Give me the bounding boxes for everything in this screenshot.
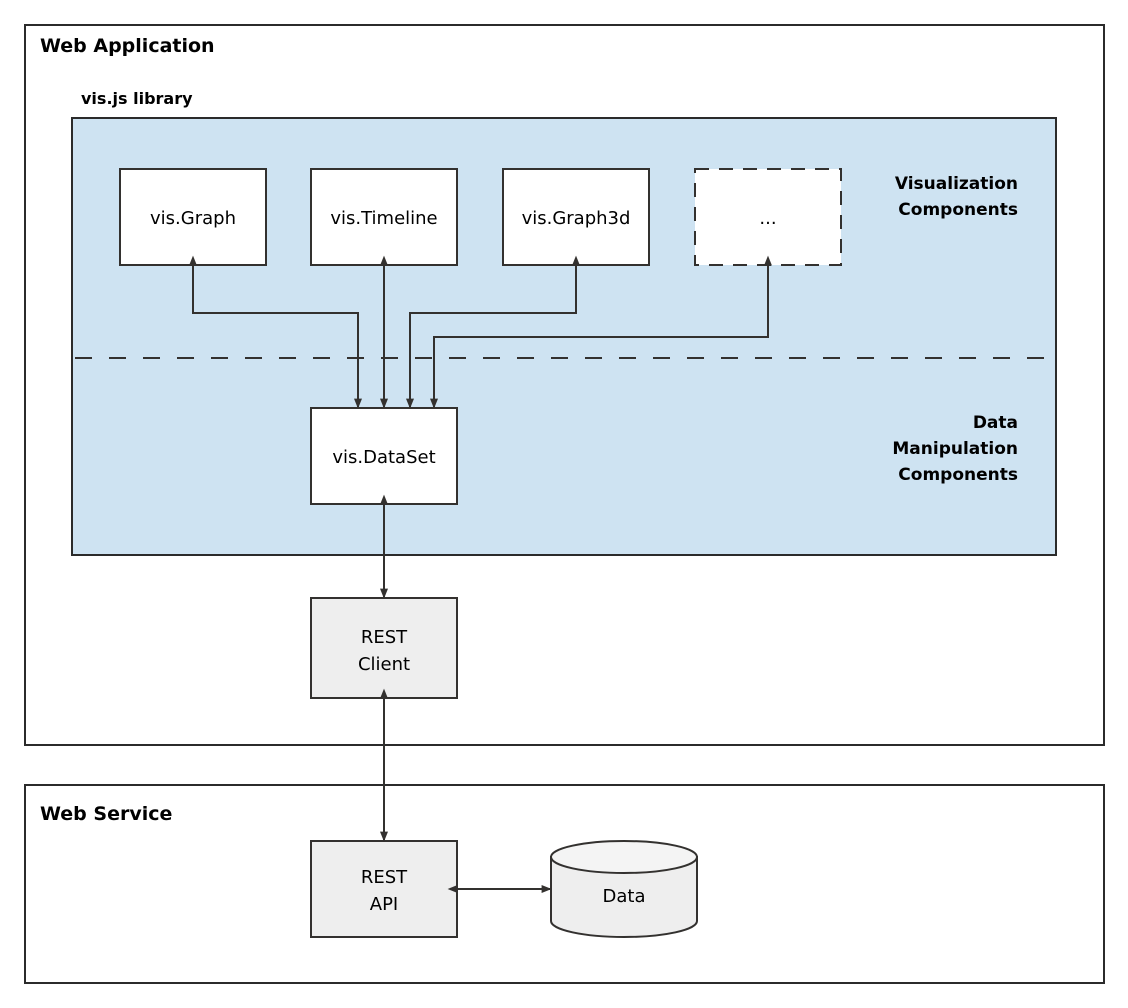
node-label-rest-client-line1: REST: [361, 627, 408, 648]
connector-dataset-vis-graph: [189, 255, 362, 409]
group-label-data-manipulation-line3: Components: [898, 465, 1018, 485]
connector-dataset-vis-more: [430, 255, 772, 409]
frame-title-web-service: Web Service: [40, 803, 172, 825]
library-title: vis.js library: [81, 89, 193, 108]
node-data-store-top: [550, 840, 698, 874]
frame-title-web-application: Web Application: [40, 35, 215, 57]
node-rest-client[interactable]: [310, 597, 458, 699]
node-label-rest-api-line1: REST: [361, 867, 408, 888]
node-label-vis-dataset: vis.DataSet: [332, 447, 435, 468]
node-label-vis-graph3d: vis.Graph3d: [522, 208, 631, 229]
node-label-rest-client-line2: Client: [358, 654, 410, 675]
group-label-visualization-line1: Visualization: [895, 174, 1018, 194]
node-label-data-store: Data: [603, 886, 646, 907]
node-vis-graph[interactable]: [119, 168, 267, 266]
group-label-visualization-line2: Components: [898, 200, 1018, 220]
node-data-store-body[interactable]: [550, 856, 698, 938]
group-label-data-manipulation-line2: Manipulation: [892, 439, 1018, 459]
node-label-vis-timeline: vis.Timeline: [330, 208, 437, 229]
node-label-rest-api-line2: API: [370, 894, 398, 915]
node-label-vis-more: ...: [759, 208, 776, 229]
group-label-data-manipulation-line1: Data: [973, 413, 1018, 433]
node-label-vis-graph: vis.Graph: [150, 208, 236, 229]
node-rest-api[interactable]: [310, 840, 458, 938]
